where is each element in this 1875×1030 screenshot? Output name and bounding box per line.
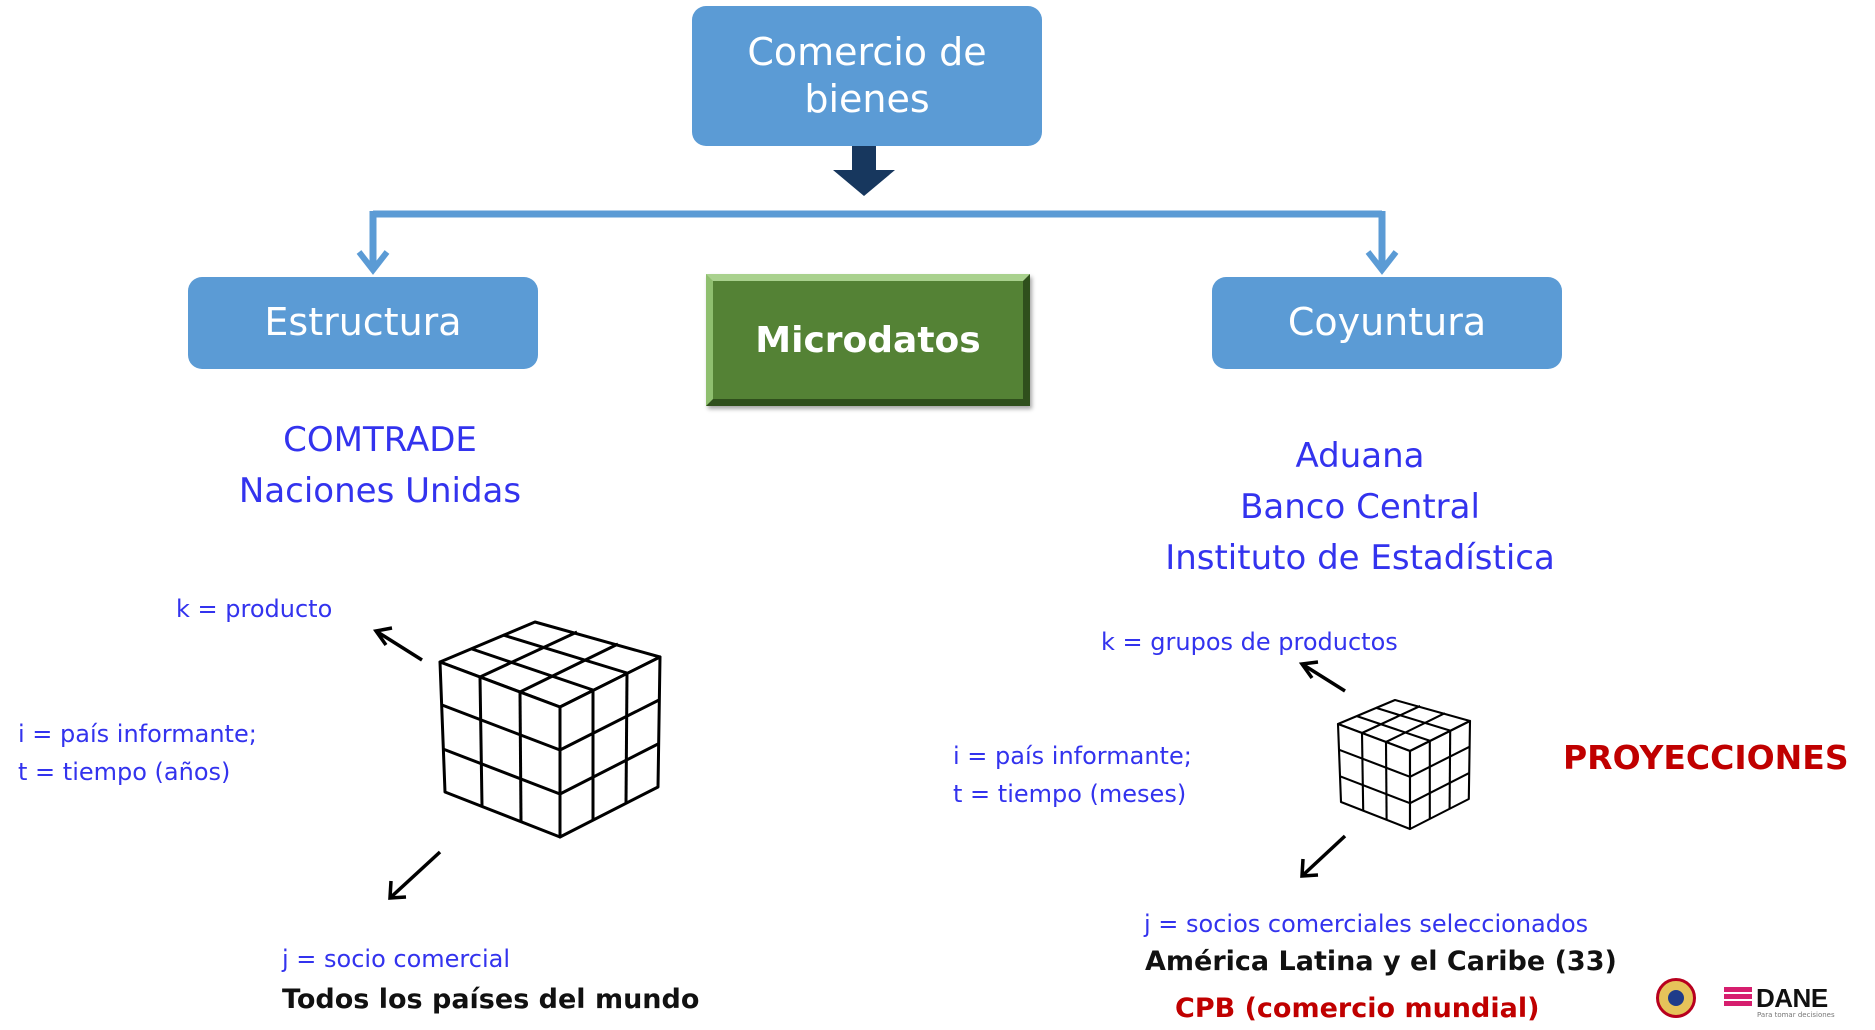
right-i-t-labels: i = país informante; t = tiempo (meses) [953, 737, 1192, 813]
projection-label: PROYECCIONES [1563, 738, 1849, 777]
top-box-comercio-de-bienes: Comercio de bienes [692, 6, 1042, 146]
left-i-label: i = país informante; [18, 720, 257, 748]
down-arrow-icon [833, 146, 895, 196]
left-i-t-labels: i = país informante; t = tiempo (años) [18, 715, 257, 791]
left-k-label: k = producto [176, 595, 333, 623]
right-j-red: CPB (comercio mundial) [1175, 993, 1540, 1024]
left-source-comtrade: COMTRADE [283, 420, 477, 460]
right-source-instituto: Instituto de Estadística [1165, 538, 1555, 578]
connector-right-arrowhead [1365, 250, 1399, 275]
dane-logo-text: DANE [1756, 983, 1828, 1013]
left-j-axis-arrow [388, 850, 442, 900]
right-i-label: i = país informante; [953, 742, 1192, 770]
left-j-bold: Todos los países del mundo [282, 984, 700, 1015]
estructura-box: Estructura [188, 277, 538, 369]
right-j-label: j = socios comerciales seleccionados [1144, 910, 1589, 938]
left-source-naciones-unidas: Naciones Unidas [238, 471, 522, 511]
right-source-banco-central: Banco Central [1240, 487, 1480, 527]
estructura-label: Estructura [264, 300, 462, 345]
left-k-axis-arrow [372, 626, 423, 662]
top-box-line2: bienes [804, 77, 930, 121]
colombia-seal-icon [1656, 978, 1696, 1018]
left-t-label: t = tiempo (años) [18, 758, 231, 786]
dane-logo-tagline: Para tomar decisiones [1757, 1011, 1835, 1019]
right-t-label: t = tiempo (meses) [953, 780, 1187, 808]
left-sources: COMTRADE Naciones Unidas [180, 415, 580, 517]
dane-logo: DANE Para tomar decisiones [1724, 983, 1875, 1023]
left-cube-icon [438, 620, 662, 839]
right-source-aduana: Aduana [1295, 436, 1425, 476]
coyuntura-label: Coyuntura [1287, 300, 1487, 345]
coyuntura-box: Coyuntura [1212, 277, 1562, 369]
connector-left-arrowhead [356, 250, 390, 275]
top-box-line1: Comercio de [747, 29, 987, 74]
right-j-bold: América Latina y el Caribe (33) [1145, 946, 1617, 977]
right-k-axis-arrow [1298, 660, 1346, 693]
right-cube-icon [1336, 698, 1472, 831]
microdatos-box: Microdatos [706, 274, 1030, 406]
dane-logo-bars-icon [1724, 987, 1752, 1007]
right-j-axis-arrow [1300, 834, 1347, 878]
right-k-label: k = grupos de productos [1101, 628, 1398, 656]
microdatos-label: Microdatos [755, 319, 981, 361]
left-j-label: j = socio comercial [282, 945, 510, 973]
right-sources: Aduana Banco Central Instituto de Estadí… [1135, 431, 1585, 584]
